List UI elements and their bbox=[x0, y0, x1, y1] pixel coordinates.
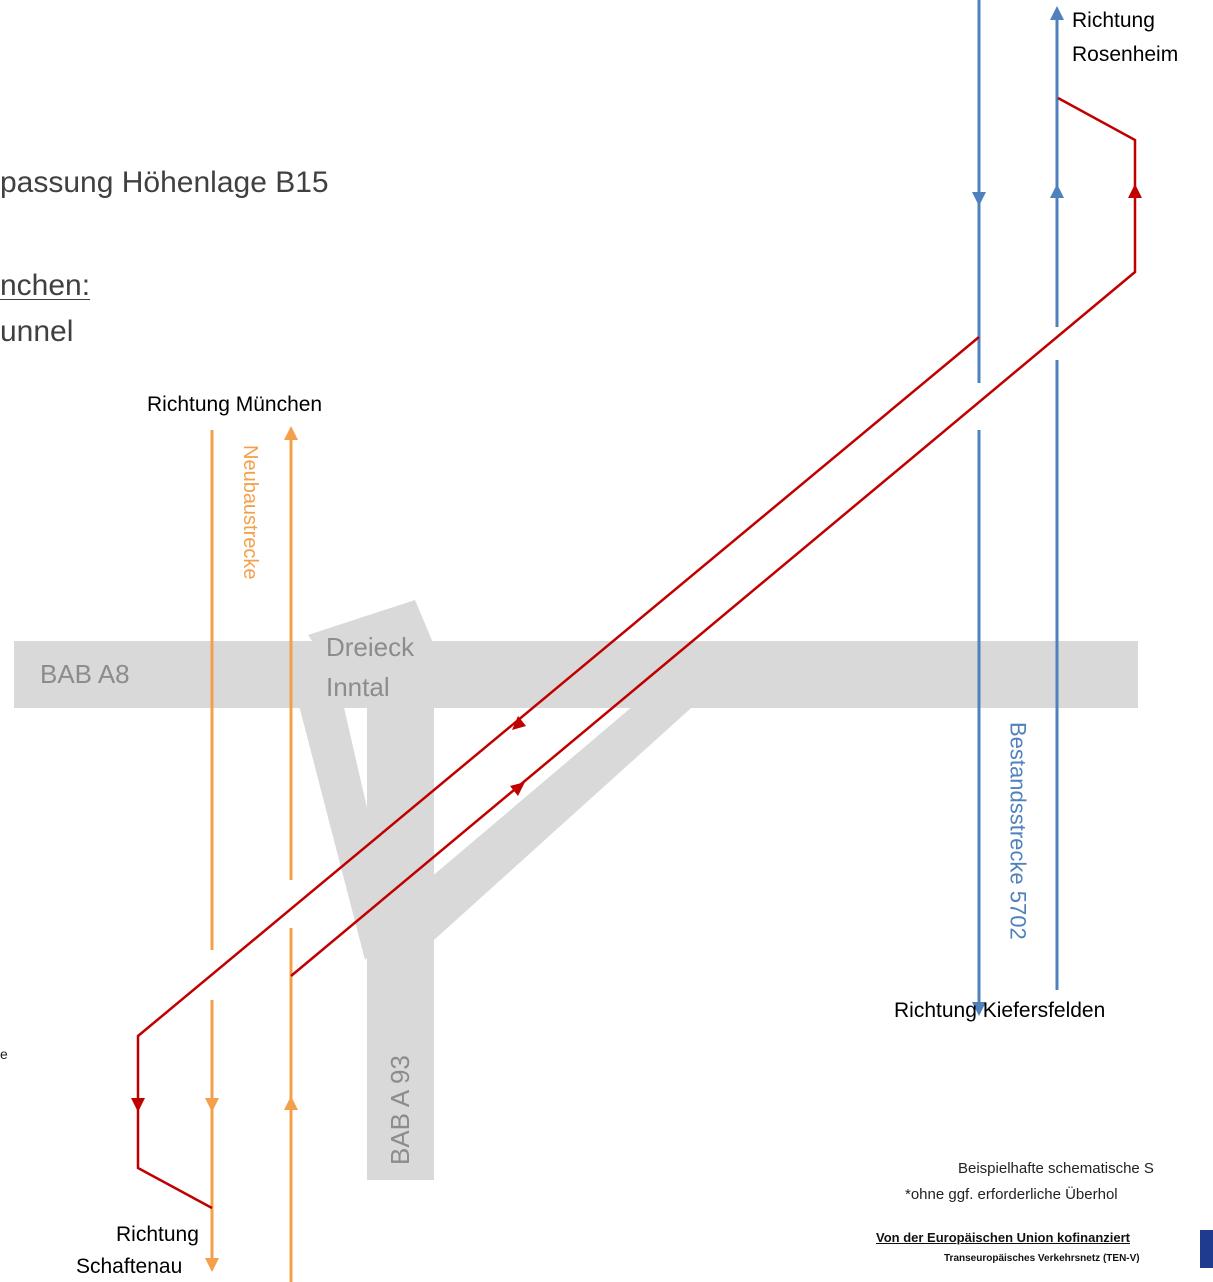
arrow-diagonal-icon bbox=[512, 716, 526, 730]
label-inntal: Inntal bbox=[326, 672, 390, 702]
bestandsstrecke-tracks bbox=[977, 0, 1059, 1010]
ramp-east bbox=[410, 700, 700, 940]
heading-line-1: passung Höhenlage B15 bbox=[0, 166, 329, 199]
label-richtung-muenchen: Richtung München bbox=[147, 393, 323, 416]
arrow-down-icon bbox=[131, 1098, 145, 1112]
arrow-up-icon bbox=[284, 426, 298, 440]
red-arrows bbox=[131, 184, 1142, 1112]
label-dreieck: Dreieck bbox=[326, 632, 415, 662]
footnote-line-1: Beispielhafte schematische S bbox=[958, 1160, 1154, 1177]
eu-flag-icon bbox=[1200, 1230, 1213, 1268]
label-bab-a8: BAB A8 bbox=[40, 659, 130, 689]
ramp-west bbox=[295, 690, 395, 960]
arrow-up-icon bbox=[284, 1096, 298, 1110]
label-neubaustrecke: Neubaustrecke bbox=[239, 445, 261, 580]
heading-line-2: nchen: bbox=[0, 269, 91, 302]
label-bab-a93: BAB A 93 bbox=[385, 1055, 415, 1165]
label-bestandsstrecke: Bestandsstrecke 5702 bbox=[1005, 722, 1031, 940]
eu-cofinanced-text: Von der Europäischen Union kofinanziert bbox=[876, 1230, 1131, 1245]
heading-line-3: unnel bbox=[0, 315, 74, 348]
arrow-down-icon bbox=[972, 192, 986, 206]
eu-ten-v-text: Transeuropäisches Verkehrsnetz (TEN-V) bbox=[944, 1253, 1140, 1264]
connection-to-rosenheim-direction bbox=[290, 96, 1137, 977]
label-richtung-schaftenau-1: Richtung bbox=[116, 1223, 199, 1246]
arrow-down-icon bbox=[205, 1098, 219, 1112]
blue-arrows bbox=[972, 6, 1064, 1016]
bab-a8-road bbox=[14, 641, 1138, 708]
arrow-up-icon bbox=[1050, 184, 1064, 198]
arrow-diagonal-icon bbox=[510, 782, 525, 796]
footnote-line-2: *ohne ggf. erforderliche Überhol bbox=[905, 1186, 1118, 1203]
road-network bbox=[14, 600, 1138, 1180]
ramp-north bbox=[308, 600, 434, 675]
arrow-up-icon bbox=[1128, 184, 1142, 198]
label-left-fragment: e bbox=[0, 1046, 8, 1062]
arrow-down-icon bbox=[972, 1002, 986, 1016]
arrow-up-icon bbox=[1050, 6, 1064, 20]
label-rosenheim: Rosenheim bbox=[1072, 43, 1179, 66]
orange-arrows bbox=[205, 426, 298, 1272]
label-richtung-schaftenau-2: Schaftenau bbox=[76, 1255, 183, 1278]
label-richtung: Richtung bbox=[1072, 9, 1155, 32]
label-richtung-kiefersfelden: Richtung Kiefersfelden bbox=[894, 999, 1106, 1022]
arrow-down-icon bbox=[205, 1258, 219, 1272]
